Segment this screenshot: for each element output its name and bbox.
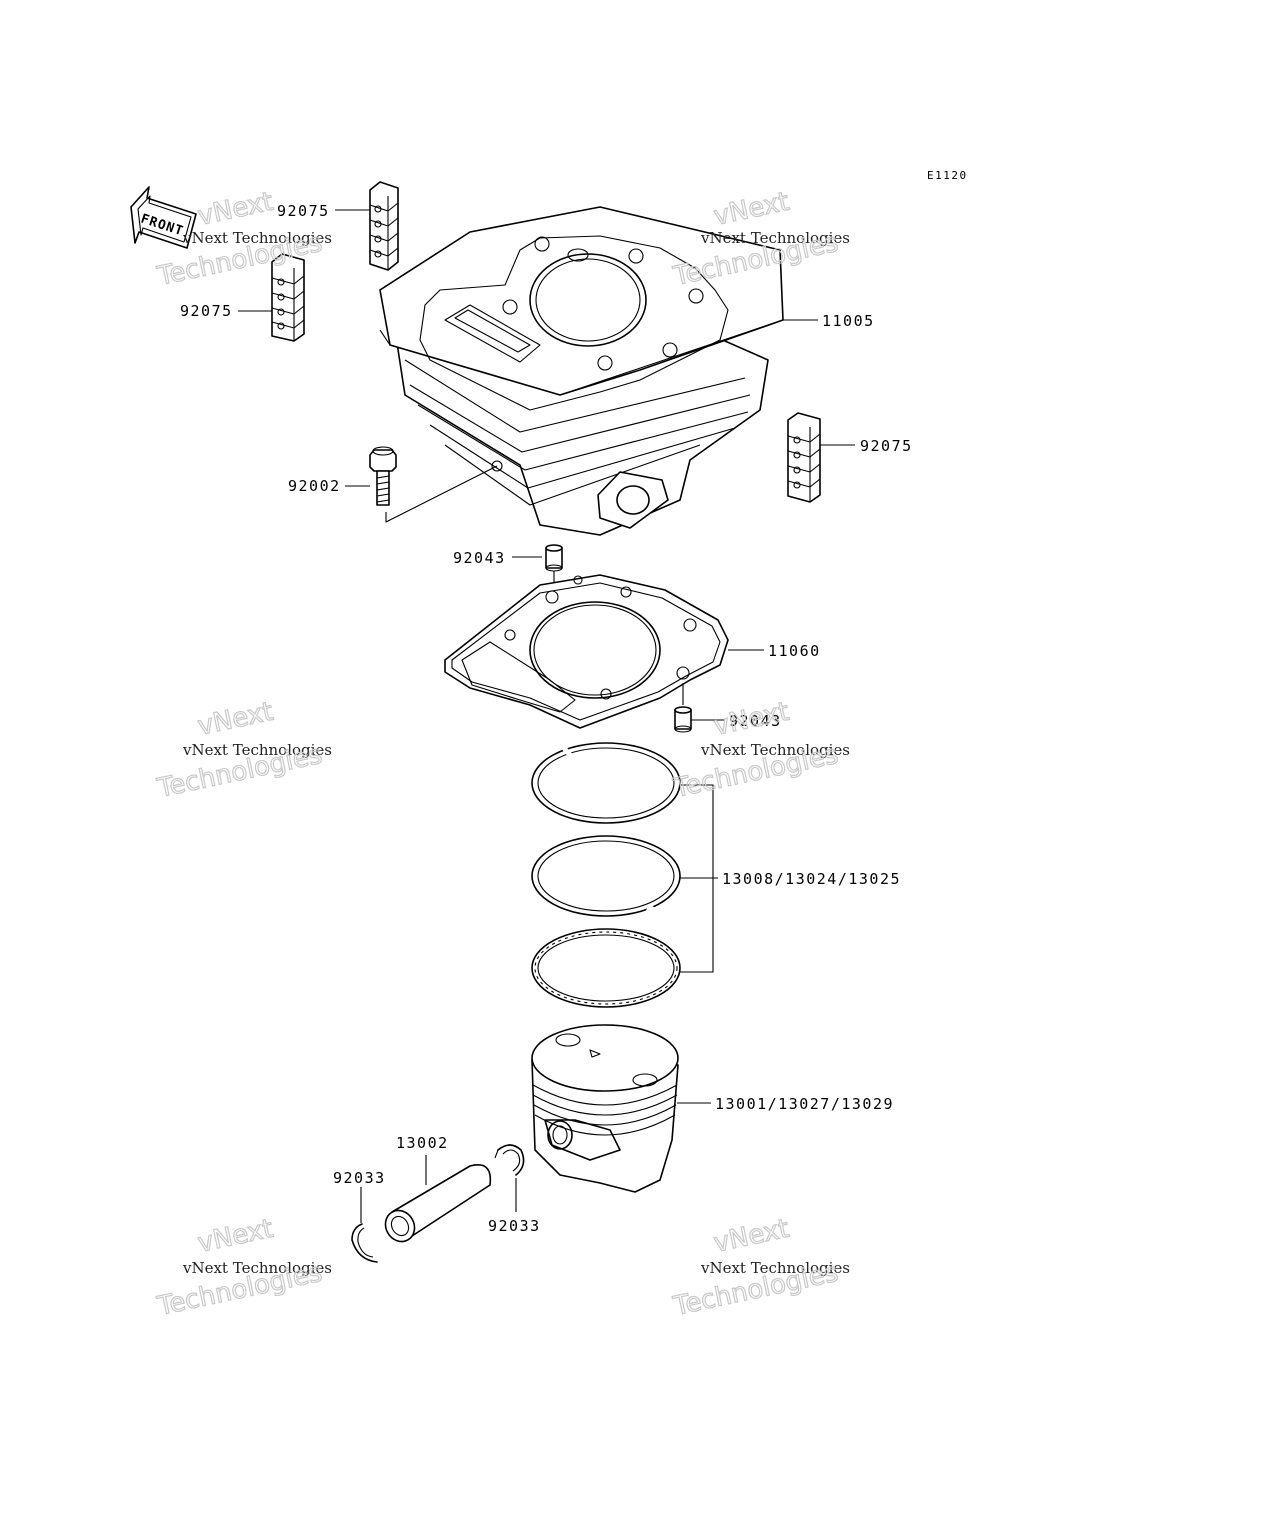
label-damper-top: 92075 bbox=[277, 202, 330, 220]
label-circlip-left: 92033 bbox=[333, 1169, 386, 1187]
dowel-pin-bottom bbox=[674, 706, 692, 733]
label-cylinder: 11005 bbox=[822, 312, 875, 330]
label-dowel-pin-bottom: 92043 bbox=[729, 712, 782, 730]
piston-ring-oil bbox=[531, 928, 681, 1008]
svg-text:vNext Technologies: vNext Technologies bbox=[182, 229, 332, 247]
watermark-3: vNext vNext Technologies Technologies bbox=[154, 696, 332, 805]
label-piston-rings: 13008/13024/13025 bbox=[722, 870, 901, 888]
svg-text:vNext: vNext bbox=[195, 697, 276, 742]
svg-text:vNext: vNext bbox=[711, 1214, 792, 1259]
svg-text:vNext: vNext bbox=[711, 187, 792, 232]
svg-text:vNext Technologies: vNext Technologies bbox=[700, 229, 850, 247]
stud-bolt bbox=[369, 446, 397, 506]
watermark-4: vNext vNext Technologies Technologies bbox=[670, 696, 850, 805]
svg-text:vNext Technologies: vNext Technologies bbox=[700, 1259, 850, 1277]
cylinder-gasket bbox=[444, 574, 729, 729]
damper-rubber-left bbox=[271, 253, 305, 342]
svg-text:vNext Technologies: vNext Technologies bbox=[700, 741, 850, 759]
piston-ring-second bbox=[531, 835, 681, 917]
svg-text:vNext: vNext bbox=[195, 187, 276, 232]
watermark-5: vNext vNext Technologies Technologies bbox=[154, 1213, 332, 1323]
circlip-right bbox=[494, 1144, 525, 1176]
svg-text:vNext Technologies: vNext Technologies bbox=[182, 1259, 332, 1277]
label-piston-pin: 13002 bbox=[396, 1134, 449, 1152]
label-damper-left: 92075 bbox=[180, 302, 233, 320]
label-dowel-pin-top: 92043 bbox=[453, 549, 506, 567]
label-stud-bolt: 92002 bbox=[288, 477, 341, 495]
damper-rubber-right bbox=[787, 412, 821, 503]
piston bbox=[531, 1024, 679, 1193]
piston-pin bbox=[384, 1164, 492, 1243]
label-damper-right: 92075 bbox=[860, 437, 913, 455]
circlip-left bbox=[351, 1223, 378, 1263]
damper-rubber-top bbox=[369, 181, 399, 271]
dowel-pin-top bbox=[545, 544, 563, 572]
cylinder bbox=[379, 206, 784, 536]
watermark-6: vNext vNext Technologies Technologies bbox=[670, 1213, 850, 1323]
label-circlip-right: 92033 bbox=[488, 1217, 541, 1235]
label-gasket: 11060 bbox=[768, 642, 821, 660]
svg-text:vNext: vNext bbox=[711, 697, 792, 742]
front-arrow-icon: FRONT bbox=[130, 186, 197, 249]
svg-text:vNext Technologies: vNext Technologies bbox=[182, 741, 332, 759]
piston-ring-top bbox=[531, 742, 681, 824]
label-piston: 13001/13027/13029 bbox=[715, 1095, 894, 1113]
diagram-id: E1120 bbox=[927, 169, 968, 182]
svg-text:vNext: vNext bbox=[195, 1214, 276, 1259]
